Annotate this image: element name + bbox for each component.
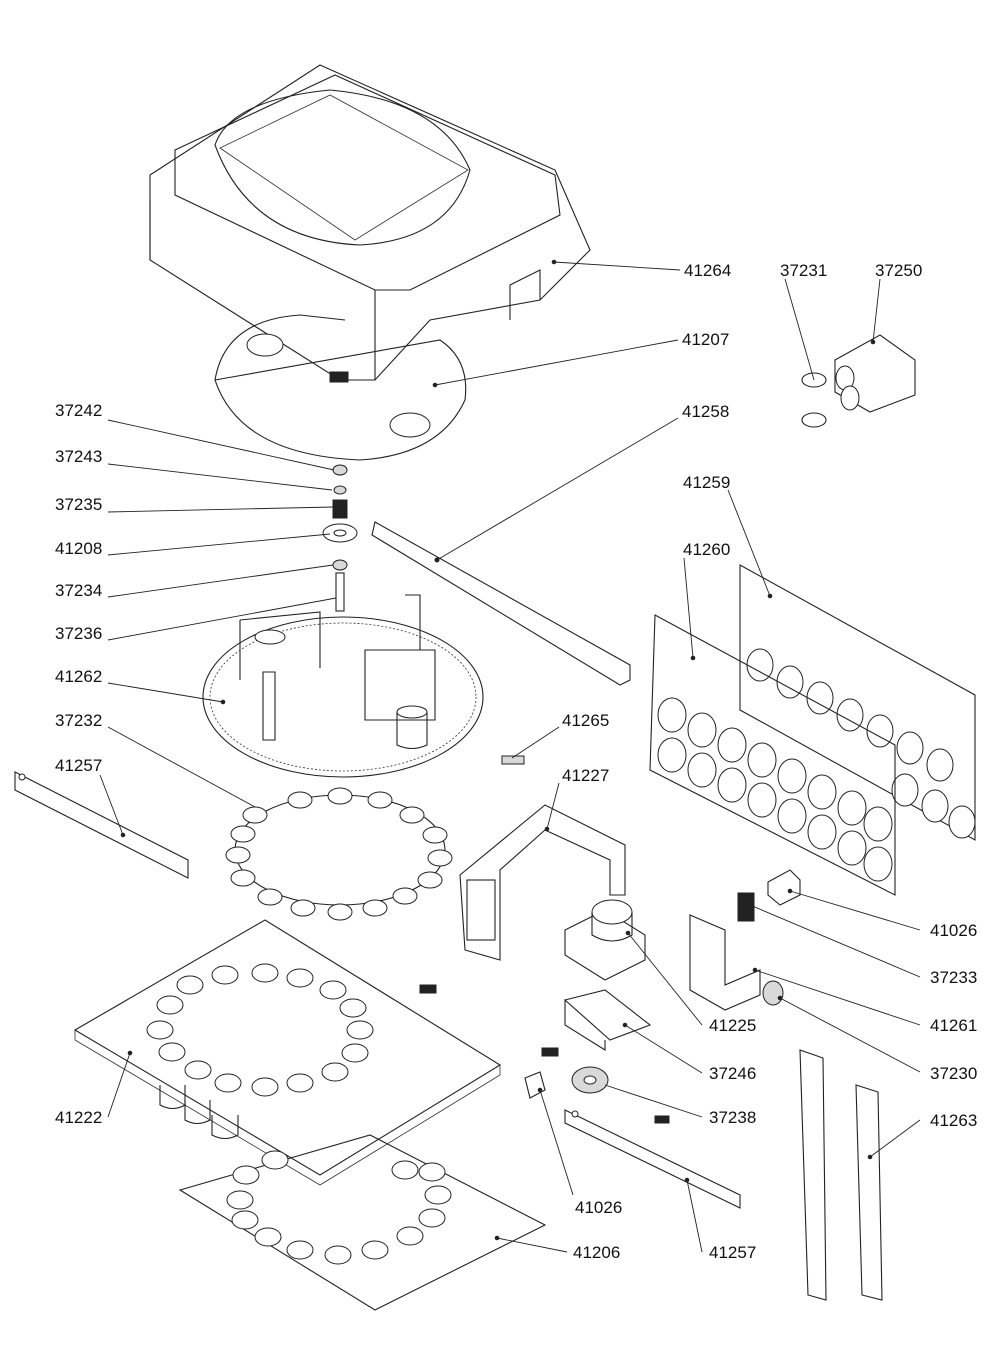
label-41265: 41265 — [562, 711, 610, 730]
label-41259: 41259 — [683, 473, 731, 492]
label-37232: 37232 — [55, 711, 103, 730]
label-41258: 41258 — [682, 402, 730, 421]
label-41227: 41227 — [562, 766, 610, 785]
panel-41260 — [649, 614, 896, 896]
switch-41026-lower — [419, 984, 546, 1099]
label-37231: 37231 — [780, 261, 828, 280]
label-37236: 37236 — [55, 624, 103, 643]
label-37234: 37234 — [55, 581, 103, 600]
label-41208: 41208 — [55, 539, 103, 558]
label-37235: 37235 — [55, 495, 103, 514]
label-41026-upper: 41026 — [930, 921, 978, 940]
label-41264: 41264 — [684, 261, 732, 280]
cluster-right — [689, 869, 801, 1011]
bracket-41227 — [459, 804, 626, 961]
gear-37238 — [571, 1066, 670, 1124]
clamp-37231 — [801, 372, 827, 428]
label-41263: 41263 — [930, 1111, 978, 1130]
bar-41257-left — [14, 771, 189, 879]
label-41225: 41225 — [709, 1016, 757, 1035]
leader-lines — [99, 261, 921, 1253]
gear-plate-41262 — [202, 594, 484, 778]
label-41206: 41206 — [573, 1243, 621, 1262]
label-41222: 41222 — [55, 1108, 103, 1127]
label-41257-left: 41257 — [55, 756, 103, 775]
label-41262: 41262 — [55, 667, 103, 686]
label-41207: 41207 — [682, 330, 730, 349]
label-37246: 37246 — [709, 1064, 757, 1083]
clip-41265 — [501, 755, 525, 765]
holder-ring-37232 — [225, 787, 453, 921]
shaft-stack — [322, 464, 358, 612]
motor-41225 — [564, 899, 646, 981]
bar-41257-lower — [564, 1109, 741, 1209]
label-37233: 37233 — [930, 968, 978, 987]
top-cover-41264 — [149, 64, 591, 381]
label-plate-41206 — [178, 1134, 547, 1311]
label-37250: 37250 — [875, 261, 923, 280]
label-41257-lower: 41257 — [709, 1243, 757, 1262]
label-41260: 41260 — [683, 540, 731, 559]
label-37242: 37242 — [55, 401, 103, 420]
main-plate-41222 — [73, 919, 502, 1186]
label-41261: 41261 — [930, 1016, 978, 1035]
panel-41259 — [739, 564, 976, 841]
bracket-37246 — [541, 989, 652, 1057]
connector-37250 — [834, 334, 916, 413]
base-plate-41207 — [214, 314, 467, 461]
label-37230: 37230 — [930, 1064, 978, 1083]
label-41026-lower: 41026 — [575, 1198, 623, 1217]
label-37243: 37243 — [55, 447, 103, 466]
uprights-41263 — [799, 1049, 883, 1301]
label-37238: 37238 — [709, 1108, 757, 1127]
bar-41258 — [371, 521, 631, 686]
